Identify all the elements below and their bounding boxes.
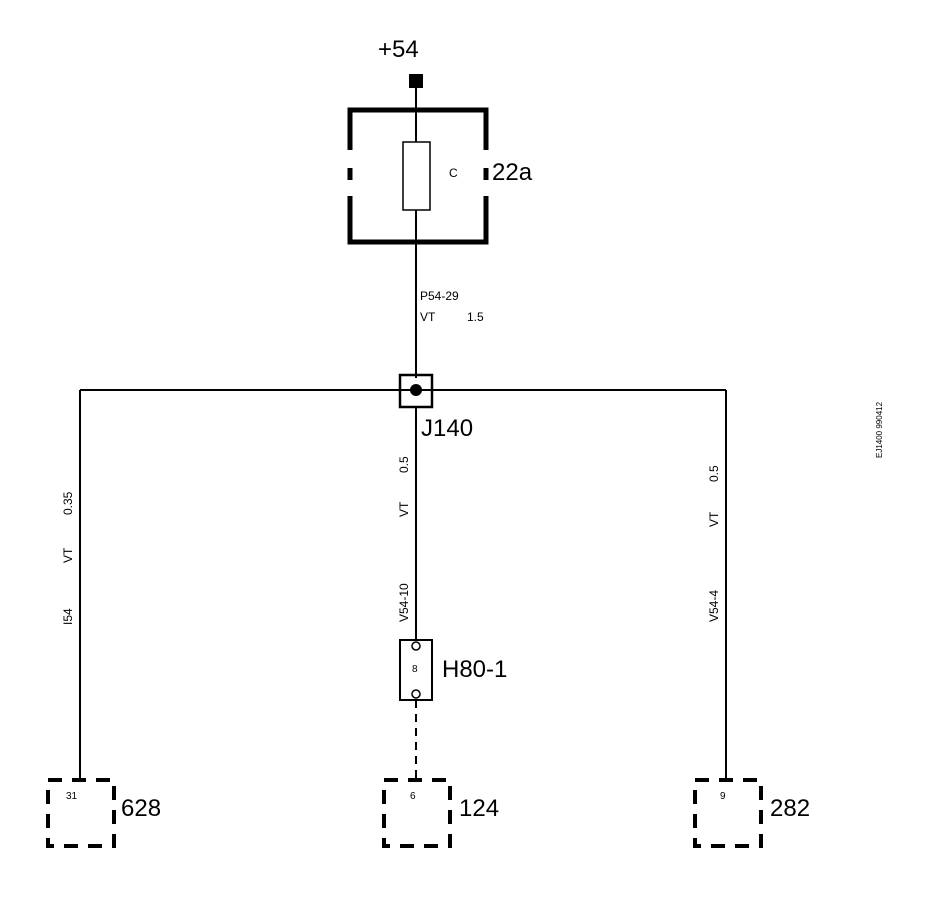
supply-terminal [409, 74, 423, 88]
middle-wire-size: 0.5 [397, 456, 411, 473]
component-628-pin: 31 [66, 791, 78, 802]
connector-pin-top [411, 641, 421, 651]
main-wire-code: P54-29 [420, 289, 459, 303]
component-628-box [46, 778, 116, 848]
supply-label: +54 [378, 36, 419, 63]
right-wire-color: VT [707, 511, 721, 527]
junction-dot [410, 384, 422, 396]
middle-wire-code: V54-10 [397, 583, 411, 622]
connector-pin-label: 8 [412, 664, 418, 675]
connector-label: H80-1 [442, 656, 507, 683]
drawing-id: EJ1400 990412 [875, 401, 884, 458]
left-wire-code: I54 [61, 608, 75, 625]
main-wire-color: VT [420, 310, 436, 324]
main-wire-size: 1.5 [467, 310, 484, 324]
component-124-label: 124 [459, 795, 499, 822]
junction-label: J140 [421, 415, 473, 442]
component-124-box [382, 778, 452, 848]
fuse-element [402, 141, 431, 211]
right-wire-size: 0.5 [707, 465, 721, 482]
fuse-box-label: 22a [492, 159, 533, 186]
component-124-pin: 6 [410, 791, 416, 802]
right-wire-code: V54-4 [707, 590, 721, 622]
component-282-label: 282 [770, 795, 810, 822]
component-282-pin: 9 [720, 791, 726, 802]
fuse-output-point [413, 239, 419, 245]
connector-pin-bottom [411, 689, 421, 699]
middle-wire-color: VT [397, 501, 411, 517]
component-628-label: 628 [121, 795, 161, 822]
fuse-label: C [449, 166, 458, 180]
left-wire-color: VT [61, 547, 75, 563]
left-wire-size: 0.35 [61, 491, 75, 515]
component-282-box [693, 778, 763, 848]
